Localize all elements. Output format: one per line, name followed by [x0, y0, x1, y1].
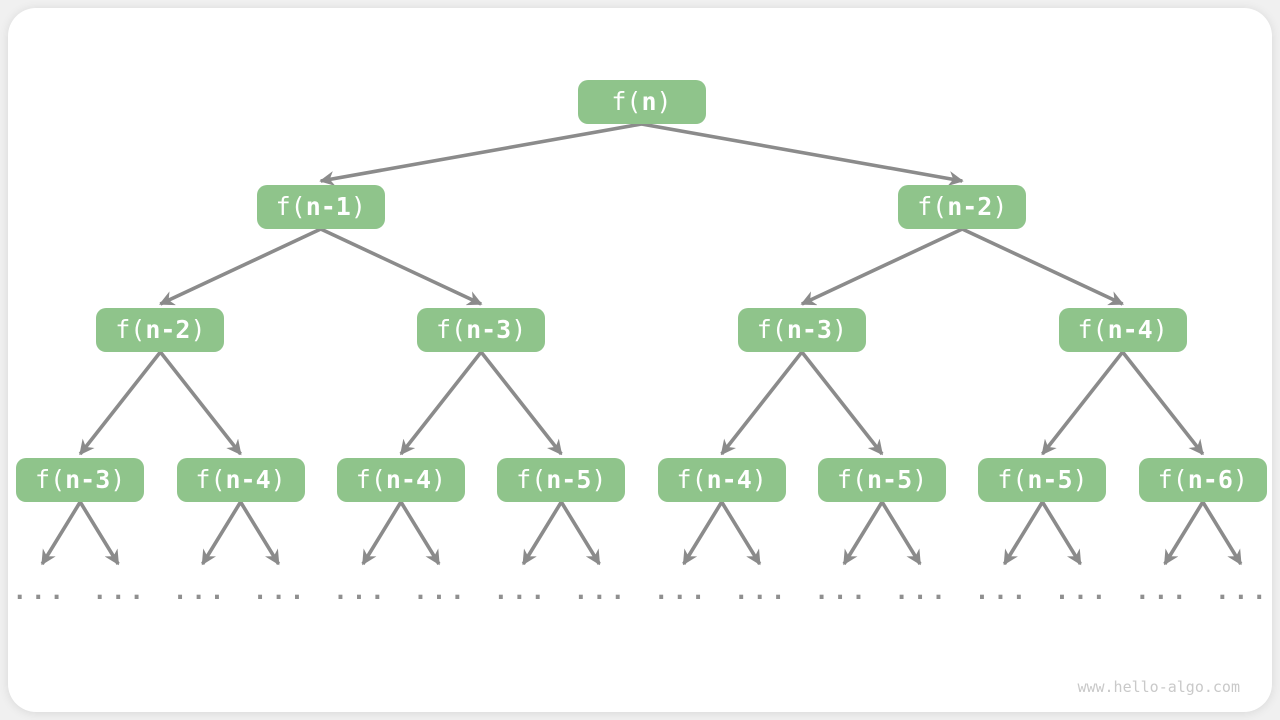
node-label-suffix: ) — [992, 192, 1008, 221]
node-label-suffix: ) — [591, 465, 607, 494]
ellipsis-leaf: ... — [173, 579, 228, 603]
node-label-arg: n-4 — [706, 465, 752, 494]
ellipsis-label: ... — [974, 577, 1031, 605]
ellipsis-leaf: ... — [253, 579, 308, 603]
ellipsis-label: ... — [92, 577, 148, 605]
node-label-suffix: ) — [831, 315, 848, 344]
node-label-prefix: f( — [115, 315, 146, 344]
node-label-arg: n-2 — [947, 192, 993, 221]
tree-node: f(n) — [577, 80, 706, 124]
node-label-arg: n-4 — [385, 465, 432, 494]
tree-node: f(n-2) — [96, 308, 225, 352]
node-label-arg: n-2 — [145, 315, 191, 344]
node-label-prefix: f( — [676, 465, 707, 494]
ellipsis-label: ... — [1215, 577, 1271, 605]
node-label-prefix: f( — [435, 315, 467, 344]
node-label-arg: n — [641, 87, 657, 116]
ellipsis-leaf: ... — [814, 579, 869, 603]
node-label-arg: n-5 — [867, 465, 913, 494]
node-label-suffix: ) — [190, 315, 206, 344]
ellipsis-label: ... — [734, 577, 790, 605]
node-label-prefix: f( — [756, 315, 787, 344]
node-label-arg: n-6 — [1187, 465, 1233, 494]
tree-node: f(n-2) — [898, 185, 1027, 229]
ellipsis-label: ... — [413, 577, 469, 605]
ellipsis-label: ... — [814, 577, 870, 605]
ellipsis-leaf: ... — [494, 579, 549, 603]
ellipsis-label: ... — [172, 577, 229, 605]
node-label-suffix: ) — [511, 315, 527, 344]
ellipsis-leaf: ... — [574, 579, 629, 603]
node-label-suffix: ) — [110, 465, 126, 494]
node-label-arg: n-3 — [65, 465, 111, 494]
ellipsis-leaf: ... — [13, 579, 68, 603]
ellipsis-label: ... — [493, 577, 549, 605]
node-label-prefix: f( — [917, 192, 948, 221]
node-label-suffix: ) — [751, 465, 767, 494]
ellipsis-label: ... — [1054, 577, 1111, 605]
tree-node: f(n-6) — [1138, 458, 1267, 502]
node-label-prefix: f( — [195, 465, 226, 494]
tree-node: f(n-4) — [657, 458, 786, 502]
node-label-prefix: f( — [836, 465, 867, 494]
ellipsis-label: ... — [654, 577, 710, 605]
ellipsis-leaf: ... — [734, 579, 789, 603]
node-label-suffix: ) — [656, 87, 672, 116]
node-label-suffix: ) — [1072, 465, 1088, 494]
ellipsis-label: ... — [12, 577, 68, 605]
watermark: www.hello-algo.com — [1077, 678, 1240, 696]
tree-node: f(n-5) — [978, 458, 1107, 502]
node-label-prefix: f( — [1157, 465, 1188, 494]
tree-node: f(n-4) — [336, 458, 465, 502]
ellipsis-label: ... — [894, 577, 950, 605]
ellipsis-label: ... — [1135, 577, 1191, 605]
node-label-arg: n-3 — [786, 315, 832, 344]
tree-node: f(n-5) — [497, 458, 626, 502]
node-label-arg: n-4 — [225, 465, 271, 494]
node-label-prefix: f( — [355, 465, 386, 494]
ellipsis-leaf: ... — [93, 579, 148, 603]
tree-node: f(n-3) — [16, 458, 145, 502]
ellipsis-leaf: ... — [975, 579, 1030, 603]
node-label-arg: n-1 — [305, 192, 351, 221]
node-label-suffix: ) — [912, 465, 928, 494]
node-label-arg: n-4 — [1107, 315, 1153, 344]
ellipsis-label: ... — [573, 577, 629, 605]
node-label-prefix: f( — [516, 465, 547, 494]
tree-node: f(n-5) — [818, 458, 947, 502]
ellipsis-label: ... — [333, 577, 389, 605]
node-label-suffix: ) — [270, 465, 286, 494]
node-label-prefix: f( — [1077, 315, 1108, 344]
ellipsis-leaf: ... — [413, 579, 468, 603]
tree-node: f(n-4) — [1058, 308, 1187, 352]
node-label-prefix: f( — [611, 87, 642, 116]
node-label-suffix: ) — [431, 465, 447, 494]
node-label-suffix: ) — [1152, 315, 1168, 344]
tree-node: f(n-1) — [256, 185, 385, 229]
tree-node: f(n-3) — [417, 308, 546, 352]
ellipsis-leaf: ... — [1135, 579, 1190, 603]
tree-node: f(n-4) — [176, 458, 305, 502]
node-label-arg: n-5 — [546, 465, 592, 494]
node-label-prefix: f( — [35, 465, 66, 494]
ellipsis-leaf: ... — [654, 579, 709, 603]
node-label-prefix: f( — [275, 192, 306, 221]
ellipsis-leaf: ... — [894, 579, 949, 603]
ellipsis-leaf: ... — [1055, 579, 1110, 603]
ellipsis-leaf: ... — [1215, 579, 1270, 603]
node-label-suffix: ) — [350, 192, 366, 221]
node-label-suffix: ) — [1232, 465, 1248, 494]
node-label-prefix: f( — [997, 465, 1028, 494]
ellipsis-label: ... — [252, 577, 309, 605]
node-label-arg: n-3 — [466, 315, 512, 344]
tree-node: f(n-3) — [737, 308, 866, 352]
node-label-arg: n-5 — [1027, 465, 1073, 494]
ellipsis-leaf: ... — [333, 579, 388, 603]
